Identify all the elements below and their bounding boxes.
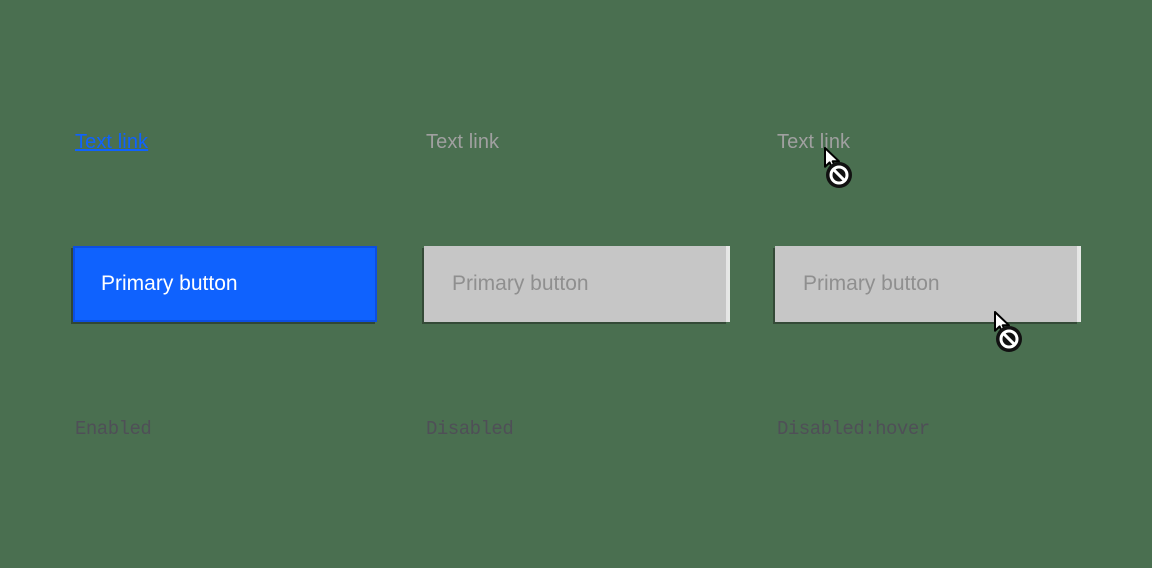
- column-enabled: Text link Primary button Enabled: [73, 0, 377, 568]
- text-link-disabled-hover: Text link: [777, 131, 851, 153]
- primary-button-enabled[interactable]: Primary button: [73, 246, 377, 322]
- state-caption-enabled: Enabled: [75, 418, 152, 440]
- primary-button-disabled-hover: Primary button: [775, 246, 1079, 322]
- primary-button-disabled: Primary button: [424, 246, 728, 322]
- column-disabled: Text link Primary button Disabled: [424, 0, 728, 568]
- state-caption-disabled: Disabled: [426, 418, 514, 440]
- text-link-enabled[interactable]: Text link: [75, 131, 149, 153]
- state-caption-disabled-hover: Disabled:hover: [777, 418, 930, 440]
- column-disabled-hover: Text link Primary button Disabled:hover: [775, 0, 1079, 568]
- text-link-disabled: Text link: [426, 131, 500, 153]
